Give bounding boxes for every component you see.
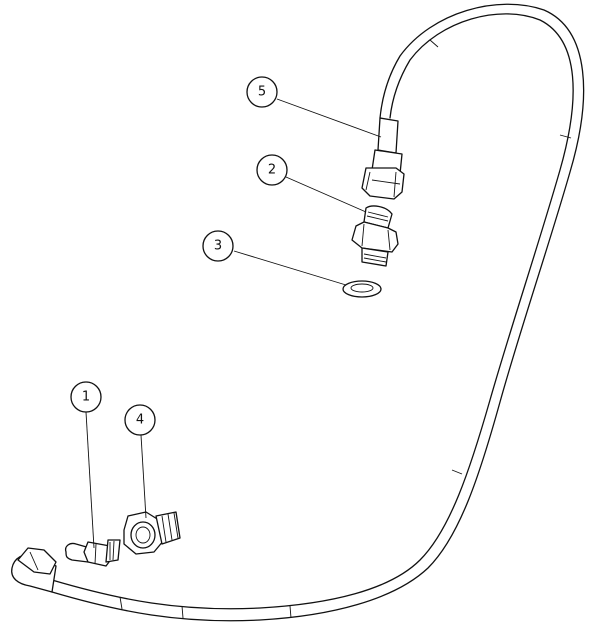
washer-part-3 xyxy=(342,280,382,298)
callout-3: 3 xyxy=(202,230,234,262)
hose-end-fitting-bottom xyxy=(11,547,57,593)
callout-5-label: 5 xyxy=(258,85,266,100)
fitting-part-1 xyxy=(64,539,121,567)
braided-hose xyxy=(51,3,585,622)
leader-lines xyxy=(85,98,382,549)
callout-5: 5 xyxy=(246,76,278,108)
callout-2: 2 xyxy=(256,154,288,186)
callout-4: 4 xyxy=(124,404,156,436)
fitting-part-4 xyxy=(123,511,181,555)
callout-3-label: 3 xyxy=(214,239,222,254)
adapter-fitting-part-2 xyxy=(351,205,399,267)
callout-2-label: 2 xyxy=(268,163,276,178)
hose-end-fitting-top xyxy=(361,117,405,200)
callout-4-label: 4 xyxy=(136,413,144,428)
callout-1: 1 xyxy=(70,381,102,413)
callout-1-label: 1 xyxy=(82,390,90,405)
